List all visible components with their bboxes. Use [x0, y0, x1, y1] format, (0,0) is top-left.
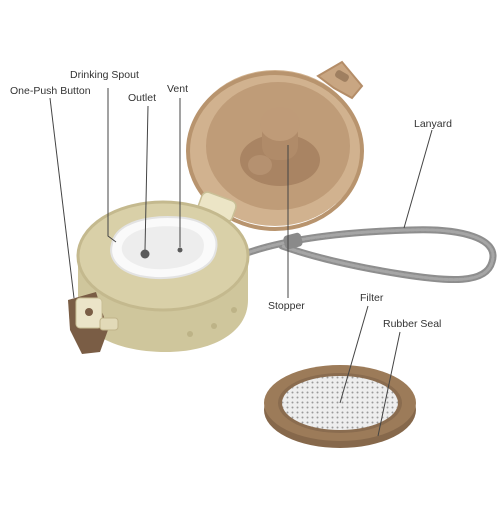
lid-body — [76, 200, 250, 352]
cap-tab — [316, 60, 364, 100]
vent-hole — [177, 247, 183, 253]
spout-inner — [121, 226, 204, 270]
outlet-hole — [140, 249, 150, 259]
label-outlet: Outlet — [128, 92, 157, 104]
label-vent: Vent — [167, 83, 189, 95]
leader-one-push-button — [49, 97, 75, 299]
lanyard-slider — [283, 232, 303, 250]
leader-filter — [339, 305, 369, 404]
lid-dimple-3 — [231, 307, 237, 313]
button-latch — [99, 317, 119, 331]
stopper — [240, 107, 320, 186]
label-lanyard: Lanyard — [414, 118, 452, 130]
label-drinking-spout: Drinking Spout — [70, 69, 139, 81]
lanyard — [221, 226, 497, 283]
leader-rubber-seal — [377, 331, 401, 437]
leader-lines — [49, 88, 433, 437]
cap-rim-shadow — [186, 71, 364, 231]
label-stopper: Stopper — [268, 300, 305, 312]
stopper-top — [260, 107, 300, 141]
button-dot — [85, 308, 93, 316]
label-filter: Filter — [360, 292, 384, 304]
cap-tab-slot — [335, 70, 349, 82]
lid-dimple-1 — [187, 331, 193, 337]
one-push-button — [68, 292, 119, 354]
filter-disc — [264, 365, 416, 448]
leader-lanyard — [403, 129, 433, 229]
lanyard-strap-outer — [221, 226, 497, 283]
stopper-nub — [248, 155, 272, 175]
leader-outlet — [144, 105, 149, 251]
label-one-push-button: One-Push Button — [10, 85, 91, 97]
label-rubber-seal: Rubber Seal — [383, 318, 442, 330]
lid-dimple-2 — [211, 323, 217, 329]
leader-drinking-spout — [107, 88, 117, 243]
lanyard-strap-inner — [223, 228, 495, 281]
lid-top-rim — [76, 200, 250, 312]
